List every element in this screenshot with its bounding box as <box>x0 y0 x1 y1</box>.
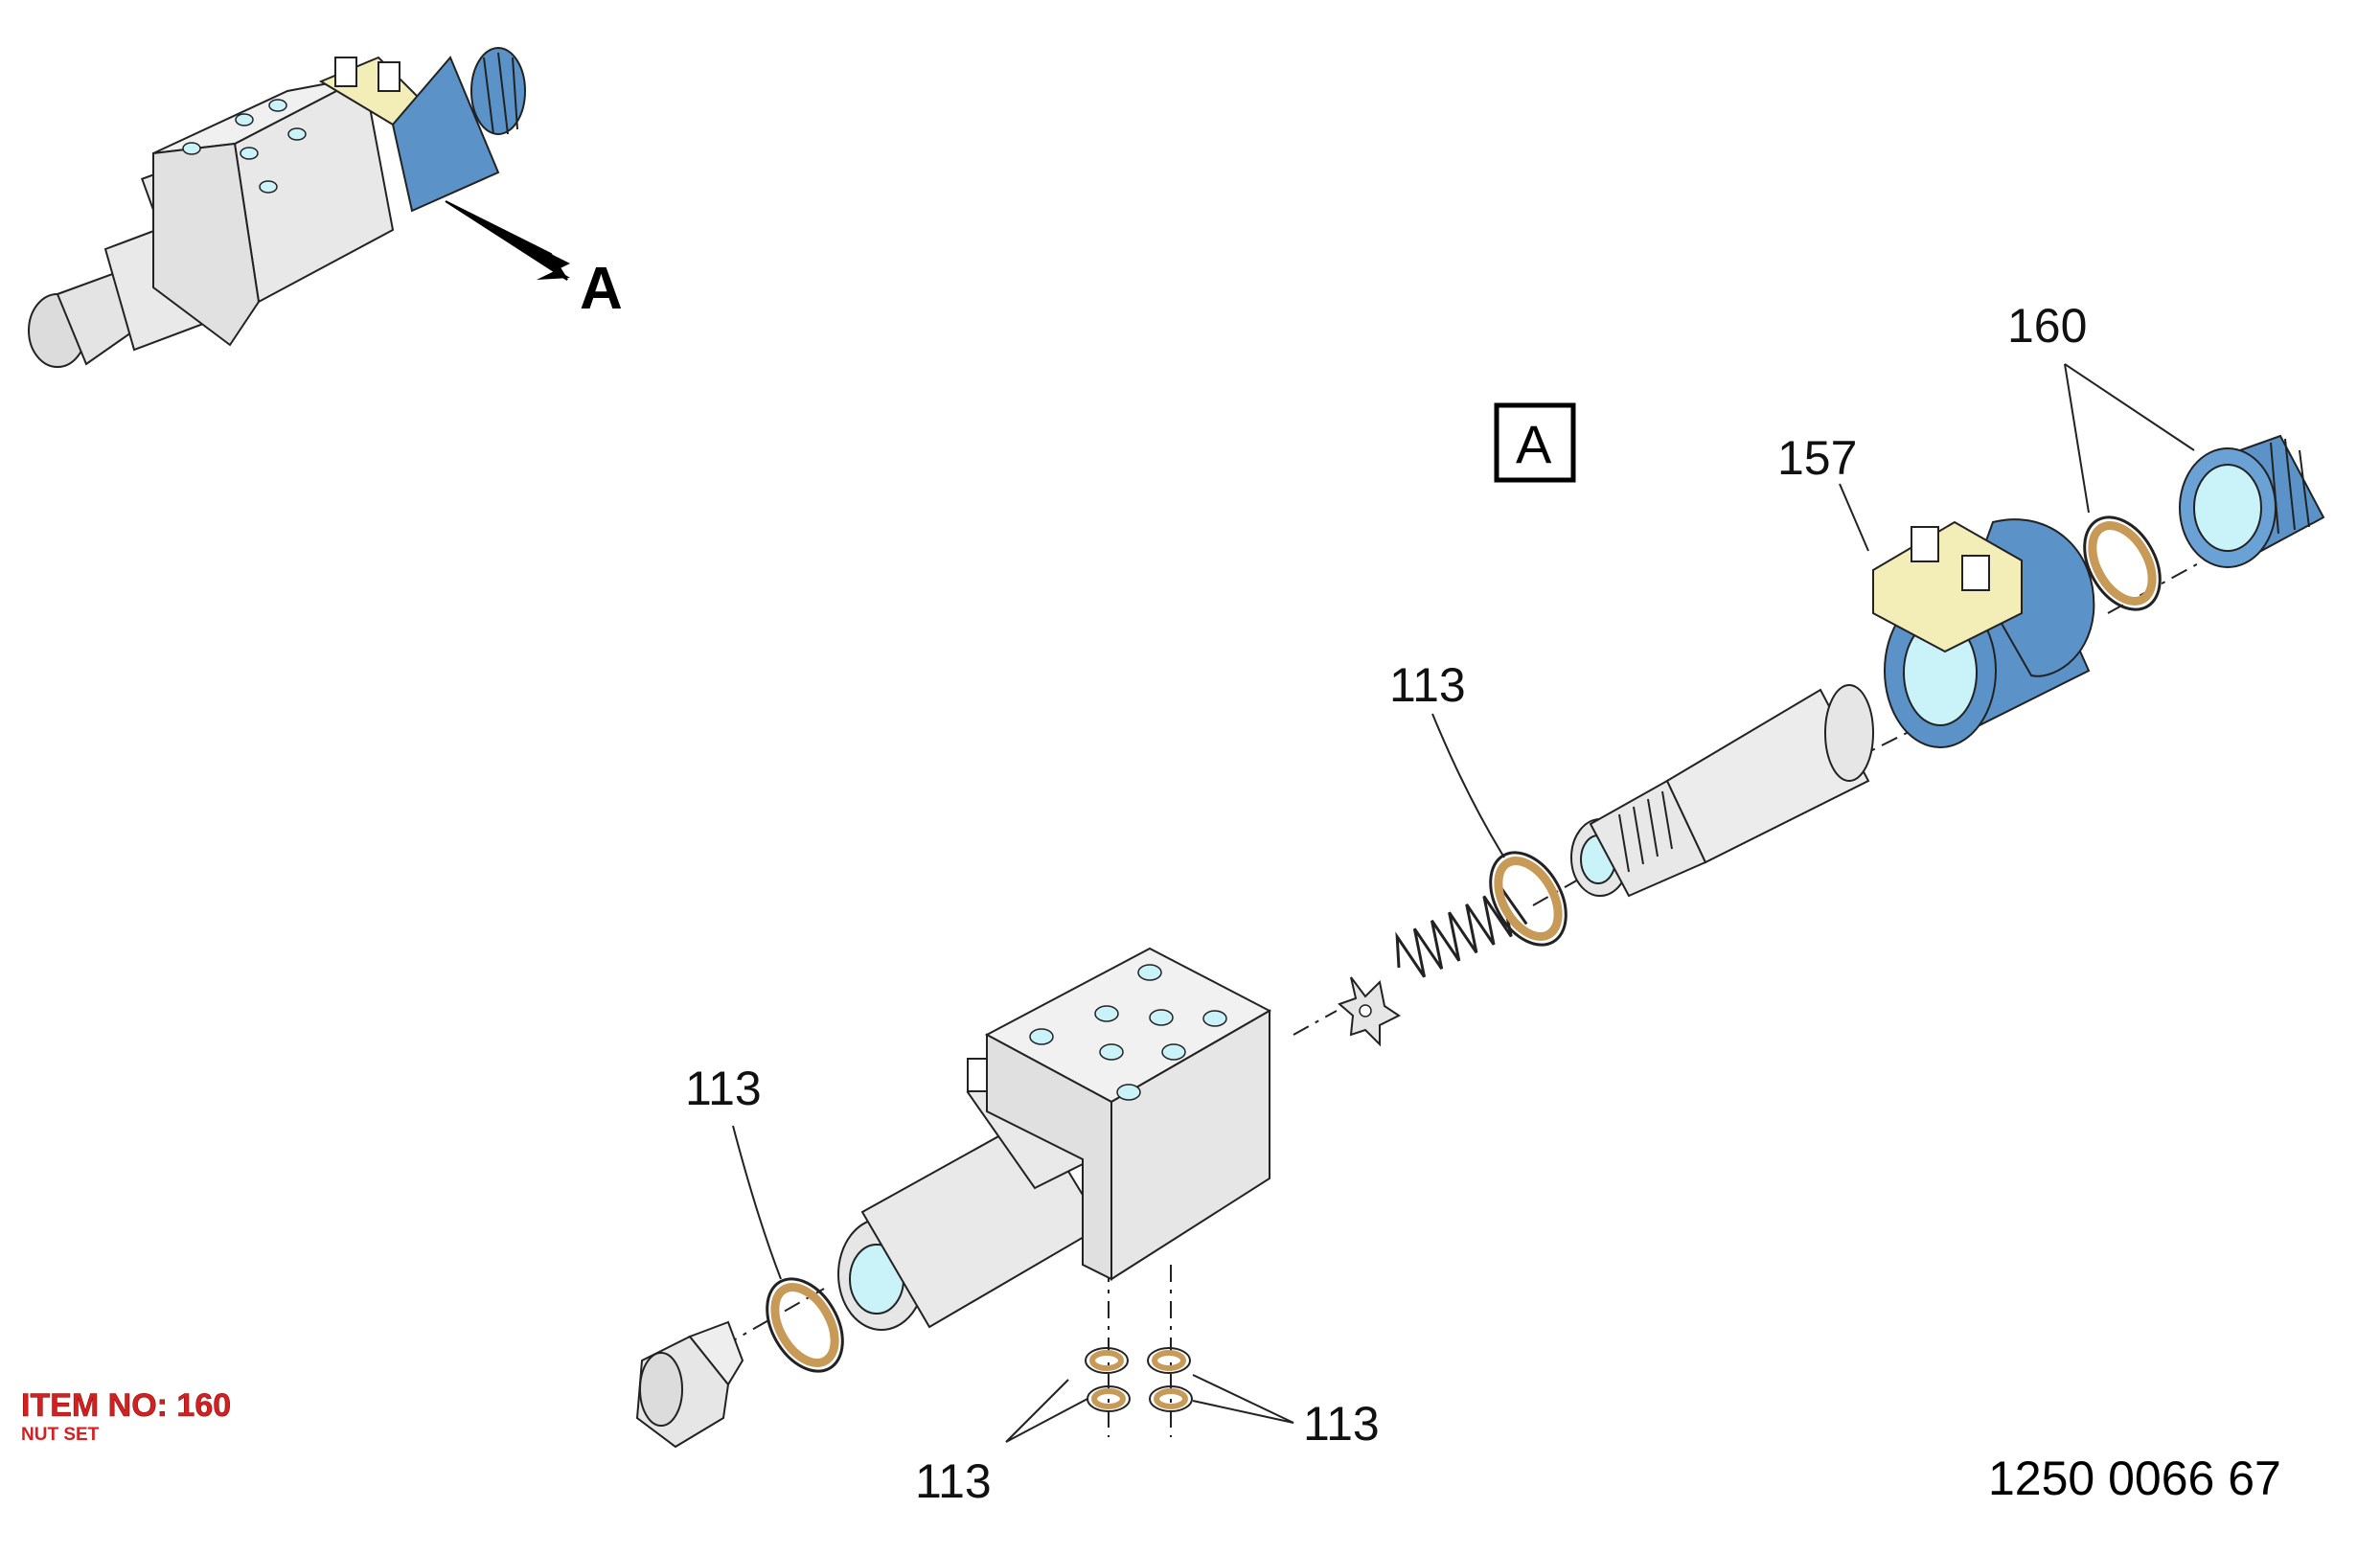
base-seals <box>1085 1347 1193 1412</box>
item-description-label: NUT SET <box>21 1425 100 1445</box>
callout-seal-plug: 113 <box>685 1062 762 1115</box>
nut-set-seal <box>2083 515 2162 611</box>
item-number-label: ITEM NO: 160 <box>21 1387 231 1424</box>
overview-valve-assembly <box>28 47 526 368</box>
star-washer <box>1338 976 1401 1047</box>
section-label: A <box>1516 414 1552 474</box>
overview-arrow-label: A <box>580 256 623 322</box>
callout-coil: 157 <box>1777 431 1857 485</box>
callout-seal-base-right: 113 <box>1303 1397 1380 1451</box>
callout-seal-base-left: 113 <box>915 1454 992 1508</box>
callout-nut-set: 160 <box>2007 299 2087 353</box>
callout-seal-spring: 113 <box>1389 658 1466 712</box>
plug <box>635 1320 744 1449</box>
nut-set-nut <box>2179 434 2325 568</box>
seal-plug <box>766 1277 844 1373</box>
document-number: 1250 0066 67 <box>1988 1452 2281 1505</box>
valve-body <box>837 947 1272 1331</box>
section-label-box <box>1494 402 1576 483</box>
spring <box>1395 887 1528 978</box>
core-tube <box>1570 684 1874 898</box>
coil <box>1872 518 2095 748</box>
